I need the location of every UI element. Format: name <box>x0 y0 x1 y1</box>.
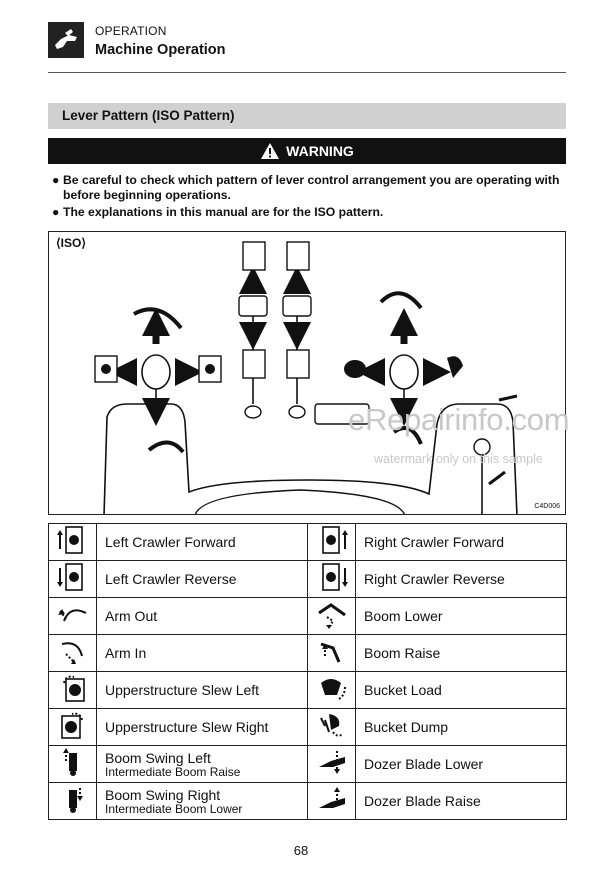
boom-swing-right-icon <box>48 782 97 820</box>
boom-swing-left-icon <box>48 745 97 783</box>
right-joystick <box>314 291 463 445</box>
bucket-dump-icon <box>307 708 356 746</box>
bullet-icon: ● <box>52 173 60 187</box>
legend-label: Left Crawler Forward <box>96 523 308 561</box>
lever-legend-table: Left Crawler Forward Right Crawler Forwa… <box>48 523 567 820</box>
upperstructure-slew-left-icon <box>48 671 97 709</box>
warning-banner: WARNING <box>48 138 566 164</box>
table-row: Upperstructure Slew Right Bucket Dump <box>48 708 567 746</box>
travel-levers <box>238 241 312 419</box>
legend-sub-label: Intermediate Boom Lower <box>105 801 243 816</box>
boom-raise-icon <box>307 634 356 672</box>
legend-label: Dozer Blade Raise <box>355 782 567 820</box>
legend-label: Boom Raise <box>355 634 567 672</box>
warning-bullet-text: The explanations in this manual are for … <box>63 205 384 219</box>
lever-pattern-figure: ⟨ISO⟩ <box>48 231 566 515</box>
operation-hand-icon <box>48 22 84 58</box>
dozer-lever <box>473 394 518 514</box>
legend-label: Left Crawler Reverse <box>96 560 308 598</box>
warning-triangle-icon <box>261 143 280 159</box>
legend-label: Dozer Blade Lower <box>355 745 567 783</box>
warning-bullet: ● Be careful to check which pattern of l… <box>52 173 568 203</box>
legend-label: Upperstructure Slew Right <box>96 708 308 746</box>
page-title: Machine Operation <box>95 42 226 58</box>
left-joystick <box>94 307 222 454</box>
dozer-blade-lower-icon <box>307 745 356 783</box>
legend-sub-label: Intermediate Boom Raise <box>105 764 241 779</box>
boom-lower-icon <box>307 597 356 635</box>
lever-pattern-illustration <box>94 241 518 514</box>
warning-bullet-text: Be careful to check which pattern of lev… <box>63 173 560 202</box>
table-row: Boom Swing Right Intermediate Boom Lower… <box>48 782 567 820</box>
legend-label: Bucket Load <box>355 671 567 709</box>
figure-code: C4D006 <box>534 503 560 510</box>
left-crawler-forward-icon <box>48 523 97 561</box>
right-crawler-reverse-icon <box>307 560 356 598</box>
legend-label: Boom Swing Left Intermediate Boom Raise <box>96 745 308 783</box>
section-label: OPERATION <box>95 24 167 38</box>
watermark-site: eRepairinfo.com <box>348 402 570 437</box>
bullet-icon: ● <box>52 205 60 219</box>
table-row: Arm Out Boom Lower <box>48 597 567 635</box>
page-number: 68 <box>293 843 309 858</box>
arm-out-icon <box>48 597 97 635</box>
section-heading: Lever Pattern (ISO Pattern) <box>48 103 566 129</box>
table-row: Left Crawler Forward Right Crawler Forwa… <box>48 523 567 561</box>
upperstructure-slew-right-icon <box>48 708 97 746</box>
table-row: Boom Swing Left Intermediate Boom Raise … <box>48 745 567 783</box>
watermark-note: watermark only on this sample <box>374 452 543 466</box>
header-divider <box>48 72 566 73</box>
table-row: Arm In Boom Raise <box>48 634 567 672</box>
table-row: Upperstructure Slew Left Bucket Load <box>48 671 567 709</box>
left-crawler-reverse-icon <box>48 560 97 598</box>
legend-main-label: Boom Swing Left <box>105 749 211 766</box>
dozer-blade-raise-icon <box>307 782 356 820</box>
bucket-load-icon <box>307 671 356 709</box>
legend-label: Boom Lower <box>355 597 567 635</box>
table-row: Left Crawler Reverse Right Crawler Rever… <box>48 560 567 598</box>
right-crawler-forward-icon <box>307 523 356 561</box>
legend-label: Bucket Dump <box>355 708 567 746</box>
warning-label: WARNING <box>286 143 354 159</box>
legend-label: Boom Swing Right Intermediate Boom Lower <box>96 782 308 820</box>
warning-bullet: ● The explanations in this manual are fo… <box>52 205 568 220</box>
legend-main-label: Boom Swing Right <box>105 786 221 803</box>
arm-in-icon <box>48 634 97 672</box>
legend-label: Right Crawler Reverse <box>355 560 567 598</box>
iso-label: ⟨ISO⟩ <box>56 236 87 250</box>
legend-label: Right Crawler Forward <box>355 523 567 561</box>
legend-label: Upperstructure Slew Left <box>96 671 308 709</box>
legend-label: Arm In <box>96 634 308 672</box>
legend-label: Arm Out <box>96 597 308 635</box>
